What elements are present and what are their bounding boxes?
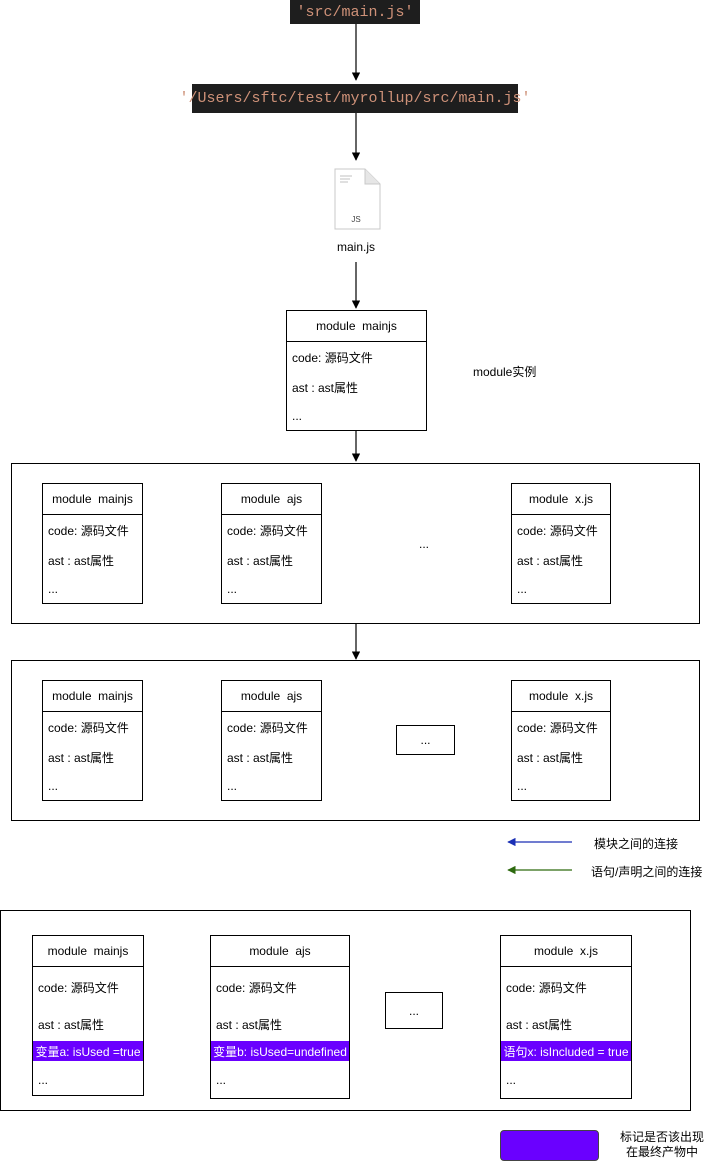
legend-statement-link-label: 语句/声明之间的连接 [591,865,703,879]
module-ast-line: ast : ast属性 [506,1018,573,1032]
usage-marker-tag: 语句x: isIncluded = true [501,1041,631,1061]
module-title: module mainjs [43,484,142,515]
module-code-line: code: 源码文件 [216,981,297,995]
module-xjs: module x.js code: 源码文件 ast : ast属性 ... [511,483,611,604]
module-code-line: code: 源码文件 [48,721,129,735]
legend-marker-label-line1: 标记是否该出现 [619,1130,704,1144]
legend-marker-label: 标记是否该出现 在最终产物中 [612,1130,709,1160]
module-more: ... [48,779,59,793]
intermediate-module-box: ... [396,725,455,755]
module-ast-line: ast : ast属性 [517,554,584,568]
module-more: ... [517,779,528,793]
js-file-icon: JS [330,167,382,231]
module-code-line: code: 源码文件 [292,351,373,365]
code-path-full: '/Users/sftc/test/myrollup/src/main.js' [179,84,531,113]
module-code-line: code: 源码文件 [38,981,119,995]
module-title: module x.js [501,936,631,967]
module-xjs: module x.js code: 源码文件 ast : ast属性 ... [511,680,611,801]
module-ast-line: ast : ast属性 [292,381,359,395]
module-ast-line: ast : ast属性 [227,554,294,568]
usage-marker-tag: 变量b: isUsed=undefined [211,1041,349,1061]
module-ast-line: ast : ast属性 [38,1018,105,1032]
legend-marker-swatch [500,1130,599,1161]
module-mainjs: module mainjs code: 源码文件 ast : ast属性 ... [42,680,143,801]
module-title: module mainjs [43,681,142,712]
module-code-line: code: 源码文件 [48,524,129,538]
module-ast-line: ast : ast属性 [517,751,584,765]
module-more: ... [506,1073,517,1087]
module-code-line: code: 源码文件 [227,524,308,538]
module-mainjs: module mainjs code: 源码文件 ast : ast属性 ... [42,483,143,604]
file-name: main.js [336,240,375,254]
module-more: ... [216,1073,227,1087]
modules-ellipsis: ... [419,537,430,551]
module-instance-note: module实例 [473,365,537,379]
module-title: module x.js [512,484,610,515]
module-code-line: code: 源码文件 [227,721,308,735]
module-title: module ajs [222,484,321,515]
module-title: module ajs [211,936,349,967]
module-title: module ajs [222,681,321,712]
js-file-icon-label: JS [351,215,361,224]
module-ajs-marked: module ajs code: 源码文件 ast : ast属性 变量b: i… [210,935,350,1099]
legend-module-link-label: 模块之间的连接 [594,837,679,851]
module-ast-line: ast : ast属性 [48,751,115,765]
module-xjs-marked: module x.js code: 源码文件 ast : ast属性 语句x: … [500,935,632,1099]
module-more: ... [292,409,303,423]
module-code-line: code: 源码文件 [517,524,598,538]
usage-marker-tag: 变量a: isUsed =true [33,1041,143,1061]
module-title: module mainjs [287,311,426,342]
module-more: ... [227,779,238,793]
module-more: ... [48,582,59,596]
module-code-line: code: 源码文件 [506,981,587,995]
module-ajs: module ajs code: 源码文件 ast : ast属性 ... [221,680,322,801]
module-mainjs-marked: module mainjs code: 源码文件 ast : ast属性 变量a… [32,935,144,1096]
module-title: module x.js [512,681,610,712]
module-instance-mainjs: module mainjs code: 源码文件 ast : ast属性 ... [286,310,427,431]
module-ast-line: ast : ast属性 [48,554,115,568]
module-more: ... [517,582,528,596]
module-code-line: code: 源码文件 [517,721,598,735]
module-ast-line: ast : ast属性 [227,751,294,765]
module-ajs: module ajs code: 源码文件 ast : ast属性 ... [221,483,322,604]
module-more: ... [38,1073,49,1087]
module-more: ... [227,582,238,596]
module-title: module mainjs [33,936,143,967]
intermediate-module-box: ... [385,992,443,1029]
legend-marker-label-line2: 在最终产物中 [625,1145,698,1159]
code-path-short: 'src/main.js' [290,0,420,24]
module-ast-line: ast : ast属性 [216,1018,283,1032]
